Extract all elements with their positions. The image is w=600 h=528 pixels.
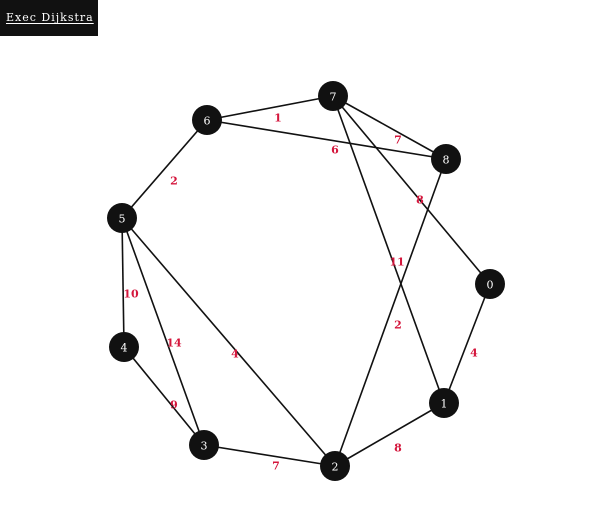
edge-4-3 xyxy=(123,346,205,446)
node-label: 2 xyxy=(332,461,339,474)
node-circle xyxy=(320,451,350,481)
edge-7-0 xyxy=(332,95,491,285)
node-label: 8 xyxy=(443,154,450,167)
graph-node-2[interactable]: 2 xyxy=(320,451,350,481)
node-label: 4 xyxy=(121,342,128,355)
edge-6-5 xyxy=(121,119,208,219)
node-label: 1 xyxy=(441,398,448,411)
edge-6-8 xyxy=(206,119,447,160)
edge-weight-8-2: 2 xyxy=(394,319,402,332)
node-circle xyxy=(475,269,505,299)
node-label: 6 xyxy=(204,115,211,128)
graph-node-1[interactable]: 1 xyxy=(429,388,459,418)
edge-weight-5-4: 10 xyxy=(123,288,139,301)
node-label: 7 xyxy=(330,91,337,104)
edge-weight-6-5: 2 xyxy=(170,175,178,188)
node-circle xyxy=(109,332,139,362)
edge-weight-6-7: 1 xyxy=(274,112,282,125)
node-circle xyxy=(431,144,461,174)
node-circle xyxy=(107,203,137,233)
title-badge: Exec Dijkstra xyxy=(0,0,98,36)
node-circle xyxy=(189,430,219,460)
graph-node-3[interactable]: 3 xyxy=(189,430,219,460)
edge-weight-6-8: 6 xyxy=(331,144,339,157)
edge-6-7 xyxy=(206,95,334,121)
node-label: 0 xyxy=(487,279,494,292)
edge-5-2 xyxy=(121,217,336,467)
edge-0-1 xyxy=(443,283,491,404)
edge-5-3 xyxy=(121,217,205,446)
node-label: 3 xyxy=(201,440,208,453)
page-title: Exec Dijkstra xyxy=(6,11,94,24)
graph-node-6[interactable]: 6 xyxy=(192,105,222,135)
edge-weight-4-3: 9 xyxy=(170,399,178,412)
edge-1-2 xyxy=(334,402,445,467)
edge-3-2 xyxy=(203,444,336,467)
graph-node-5[interactable]: 5 xyxy=(107,203,137,233)
node-circle xyxy=(192,105,222,135)
edge-8-2 xyxy=(334,158,447,467)
edge-weight-5-2: 4 xyxy=(231,348,239,361)
node-circle xyxy=(318,81,348,111)
edge-weight-3-2: 7 xyxy=(272,460,280,473)
edge-7-1 xyxy=(332,95,445,404)
edge-5-4 xyxy=(121,217,125,348)
graph-node-7[interactable]: 7 xyxy=(318,81,348,111)
graph-node-4[interactable]: 4 xyxy=(109,332,139,362)
graph-node-8[interactable]: 8 xyxy=(431,144,461,174)
edge-weight-0-1: 4 xyxy=(470,347,478,360)
edges-layer xyxy=(121,95,491,467)
nodes-layer: 0 1 2 3 4 5 6 7 8 xyxy=(107,81,505,481)
node-label: 5 xyxy=(119,213,126,226)
edge-weight-1-2: 8 xyxy=(394,442,402,455)
edge-weight-7-1: 11 xyxy=(389,256,404,269)
graph-node-0[interactable]: 0 xyxy=(475,269,505,299)
edge-weight-7-0: 8 xyxy=(416,194,424,207)
edge-7-8 xyxy=(332,95,447,160)
edge-weight-5-3: 14 xyxy=(166,337,182,350)
edge-weight-7-8: 7 xyxy=(394,134,402,147)
node-circle xyxy=(429,388,459,418)
